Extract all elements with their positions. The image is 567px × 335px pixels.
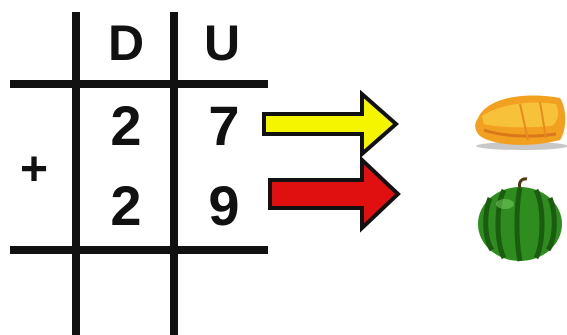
row1-tens: 2 bbox=[110, 94, 142, 157]
horizontal-line-bottom bbox=[10, 246, 268, 254]
watermelon-icon bbox=[478, 177, 562, 262]
row1-units: 7 bbox=[208, 94, 240, 157]
header-units: U bbox=[203, 15, 241, 71]
row2-tens: 2 bbox=[110, 174, 142, 237]
plus-operator: + bbox=[19, 143, 49, 196]
horizontal-line-top bbox=[10, 80, 268, 88]
red-arrow-icon bbox=[268, 155, 401, 233]
yellow-arrow-icon bbox=[262, 89, 400, 159]
vertical-line-middle bbox=[170, 12, 178, 335]
row2-units: 9 bbox=[208, 174, 240, 237]
header-tens: D bbox=[107, 15, 145, 71]
vertical-line-left bbox=[72, 12, 80, 335]
papaya-icon bbox=[475, 95, 567, 150]
